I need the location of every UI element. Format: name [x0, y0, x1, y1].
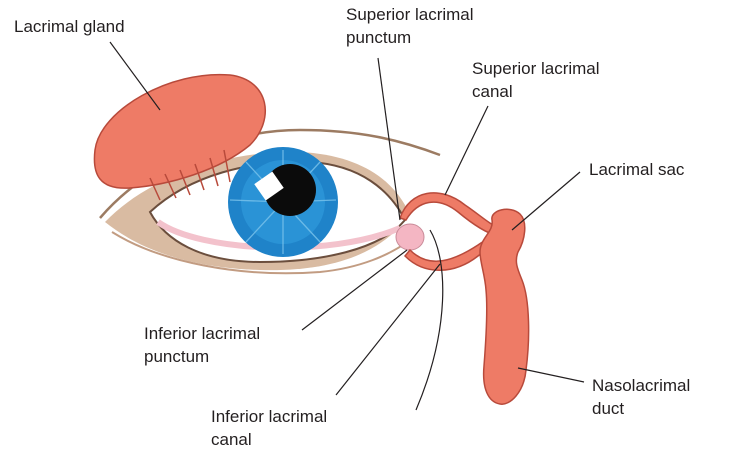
leader-lacrimal-gland — [109, 41, 161, 111]
eye-region — [99, 128, 441, 275]
label-superior-lacrimal-punctum: Superior lacrimal punctum — [346, 5, 474, 47]
label-inferior-lacrimal-canal: Inferior lacrimal canal — [211, 407, 328, 449]
leader-inferior-punctum — [301, 249, 408, 331]
lacrimal-gland-body — [93, 73, 266, 189]
leader-skin-margin — [415, 229, 444, 411]
leader-nasolacrimal-duct — [517, 367, 585, 383]
pupil — [264, 164, 316, 216]
lacrimal-gland — [93, 73, 266, 201]
label-inferior-lacrimal-punctum: Inferior lacrimal punctum — [144, 324, 261, 366]
lacrimal-sac-and-duct — [479, 208, 530, 405]
light-reflection — [254, 171, 284, 201]
leader-lines — [109, 41, 585, 411]
leader-superior-canal — [444, 105, 489, 196]
label-lacrimal-sac: Lacrimal sac — [589, 160, 685, 179]
label-superior-lacrimal-canal: Superior lacrimal canal — [472, 59, 600, 101]
label-nasolacrimal-duct: Nasolacrimal duct — [592, 376, 691, 418]
label-lacrimal-gland: Lacrimal gland — [14, 17, 125, 36]
lacrimal-caruncle — [395, 223, 425, 251]
gland-ducts — [149, 149, 231, 201]
leader-lacrimal-sac — [511, 171, 581, 231]
leader-inferior-canal — [335, 263, 441, 396]
lower-lid-line — [111, 231, 411, 275]
drainage-system — [399, 192, 530, 405]
leader-superior-punctum — [377, 57, 401, 221]
